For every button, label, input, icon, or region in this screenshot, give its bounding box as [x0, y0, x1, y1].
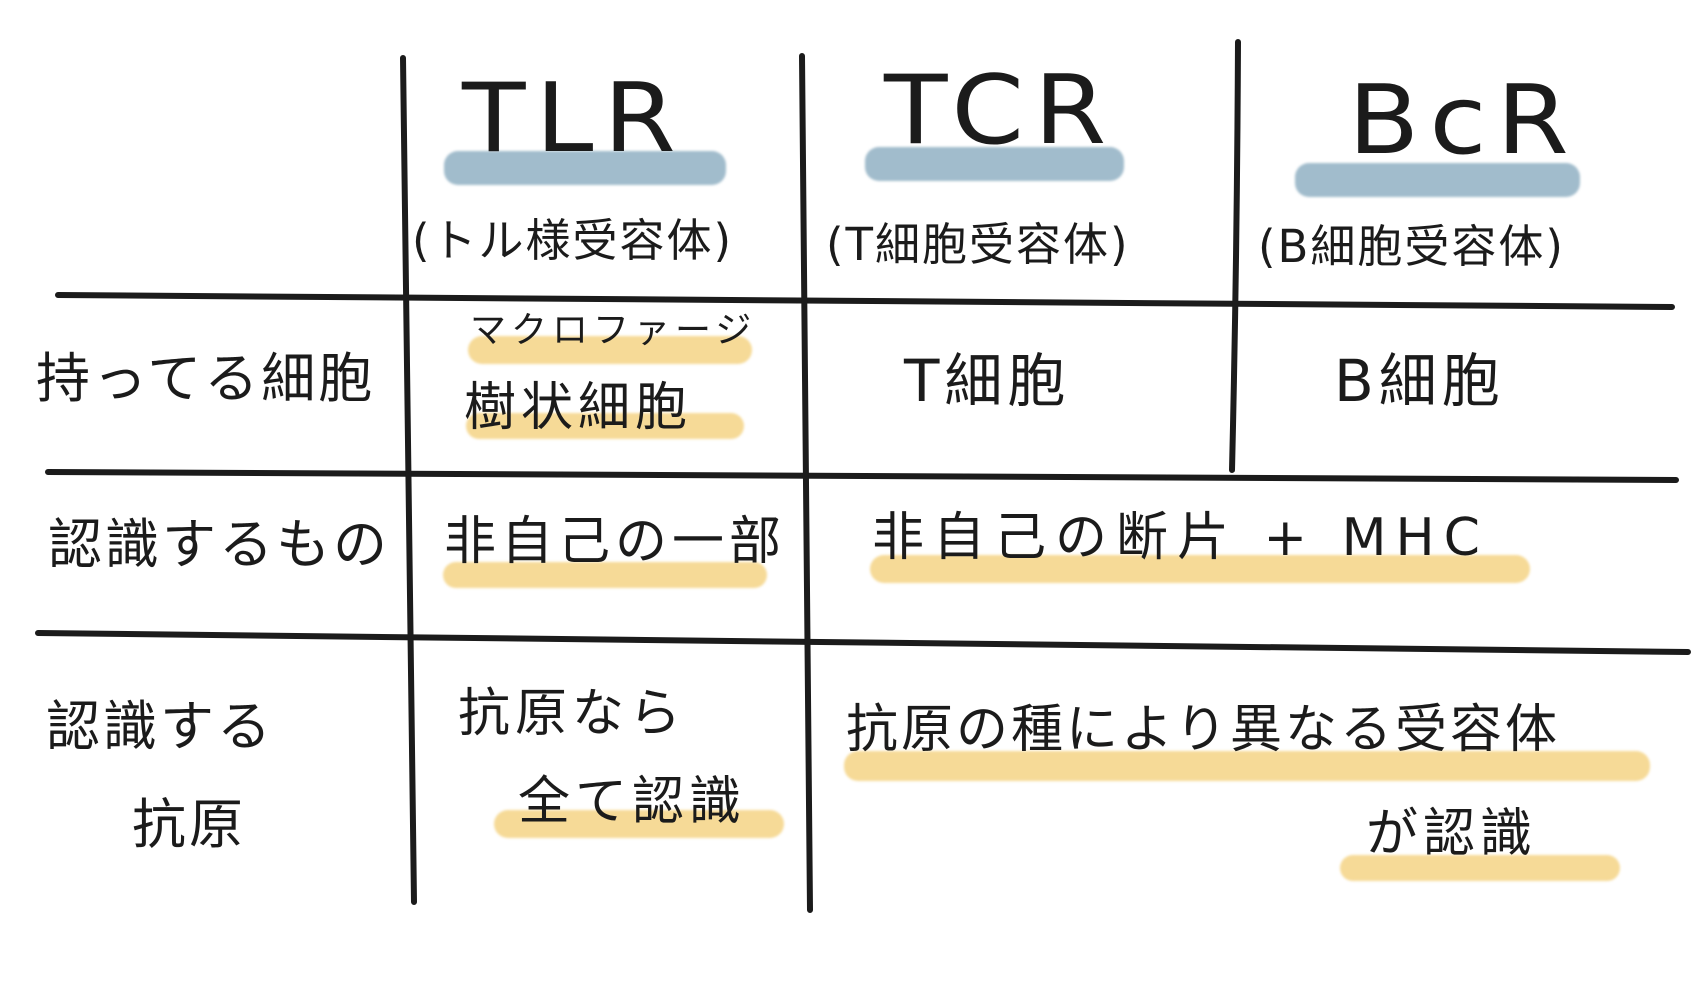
bcr-cell-type: B細胞	[1334, 347, 1505, 415]
tlr-antigens-2: 全て認識	[518, 772, 747, 832]
tlr-full-name: (トル様受容体)	[412, 214, 734, 267]
tcr-bcr-antigens-2: が認識	[1366, 804, 1538, 864]
tcr-bcr-recognizes: 非自己の断片 + MHC	[872, 508, 1489, 568]
grid-line-col1	[400, 55, 417, 905]
tcr-full-name: (T細胞受容体)	[826, 218, 1130, 271]
tlr-cell-type-1: マクロファージ	[470, 310, 757, 351]
grid-line-col2	[799, 53, 813, 913]
tlr-title-highlight	[444, 151, 726, 185]
tlr-acronym: TLR	[462, 61, 686, 174]
tlr-antigens-highlight	[494, 810, 784, 838]
tcr-bcr-antigens-highlight-2	[1340, 855, 1620, 881]
tlr-antigens-1: 抗原なら	[458, 684, 687, 744]
tcr-title-highlight	[865, 147, 1124, 181]
tlr-cells-highlight-2	[466, 413, 744, 439]
grid-line-header-bottom	[55, 292, 1675, 310]
bcr-full-name: (B細胞受容体)	[1258, 220, 1565, 273]
tlr-recognizes: 非自己の一部	[444, 512, 787, 572]
tcr-bcr-recognizes-highlight	[870, 555, 1530, 583]
row-label-recognizes: 認識するもの	[48, 513, 390, 576]
tlr-cell-type-2: 樹状細胞	[464, 378, 693, 438]
tcr-bcr-antigens-1: 抗原の種により異なる受容体	[846, 700, 1560, 760]
tcr-acronym: TCR	[884, 53, 1117, 166]
row-label-antigens-1: 認識する	[46, 695, 274, 758]
row-label-antigens-2: 抗原	[132, 793, 246, 856]
tlr-cells-highlight-1	[468, 336, 752, 364]
row-label-cells-having: 持ってる細胞	[36, 347, 376, 410]
tcr-cell-type: T細胞	[904, 347, 1071, 415]
tcr-bcr-antigens-highlight-1	[844, 751, 1650, 781]
grid-line-row2-bottom	[35, 630, 1691, 655]
grid-line-row1-bottom	[45, 469, 1679, 483]
grid-line-col3	[1229, 39, 1241, 473]
tlr-recognizes-highlight	[443, 562, 767, 588]
bcr-title-highlight	[1295, 163, 1580, 197]
bcr-acronym: BcR	[1348, 63, 1579, 176]
